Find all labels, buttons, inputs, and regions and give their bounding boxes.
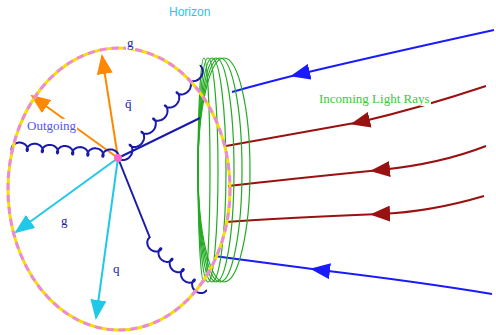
gluon-lines — [11, 66, 206, 293]
lens-line — [198, 58, 226, 282]
quark-line — [118, 118, 200, 158]
gluon-line — [147, 238, 206, 293]
lens-line — [198, 58, 250, 282]
light-ray — [226, 122, 360, 146]
light-ray — [214, 256, 320, 270]
particle-label: q̄ — [124, 97, 133, 111]
horizon-label: Horizon — [168, 6, 211, 19]
light-ray — [380, 196, 484, 214]
particle-label: g — [60, 214, 69, 228]
light-ray — [320, 270, 492, 294]
gluon-line — [11, 143, 118, 158]
outgoing-arrow — [96, 158, 118, 318]
particle-label: q — [112, 262, 121, 276]
horizon-outline — [6, 46, 232, 332]
horizon-circle: Horizon — [6, 46, 232, 332]
light-ray — [380, 146, 486, 170]
quark-line — [118, 158, 150, 238]
light-ray — [226, 214, 380, 222]
outgoing-arrow — [16, 158, 118, 232]
light-cone — [198, 58, 250, 282]
outgoing-label: Outgoing — [26, 119, 77, 133]
outgoing-arrow — [102, 56, 118, 158]
ray-label: Incoming Light Rays — [318, 92, 431, 106]
vertex — [114, 154, 122, 162]
particle-label: g — [126, 36, 135, 50]
light-ray — [300, 30, 494, 74]
light-ray — [228, 170, 380, 186]
